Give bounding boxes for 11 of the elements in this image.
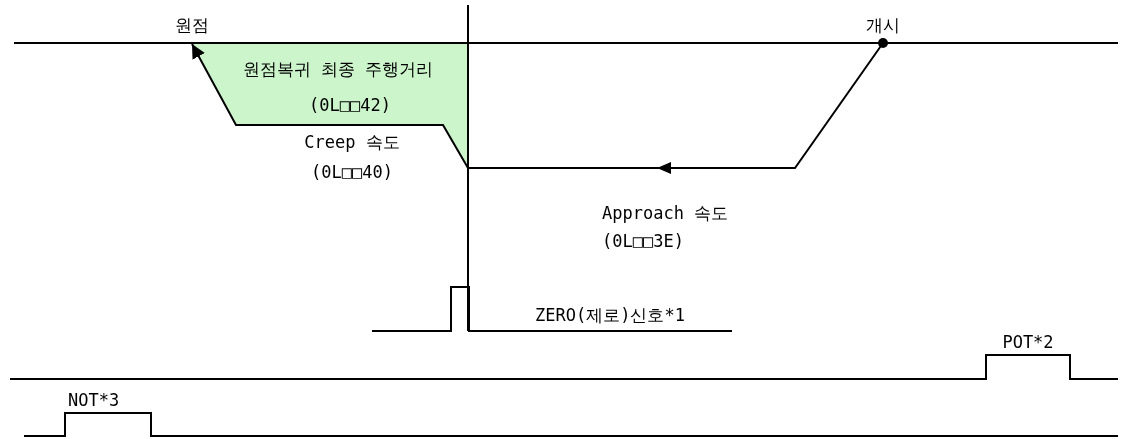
distance-label: 원점복귀 최종 주행거리 bbox=[242, 60, 434, 78]
parameter-code: (0L□□40) bbox=[311, 163, 393, 181]
point-label: 원점 bbox=[175, 16, 209, 34]
parameter-code: (0L□□42) bbox=[309, 96, 391, 114]
point-label: 개시 bbox=[866, 16, 900, 34]
signal-label: ZERO(제로)신호*1 bbox=[535, 306, 685, 324]
speed-label: Creep 속도 bbox=[304, 133, 400, 151]
parameter-code: (0L□□3E) bbox=[602, 232, 684, 250]
signal-label: POT*2 bbox=[1002, 333, 1054, 351]
signal-label: NOT*3 bbox=[68, 391, 120, 409]
speed-label: Approach 속도 bbox=[602, 204, 729, 222]
